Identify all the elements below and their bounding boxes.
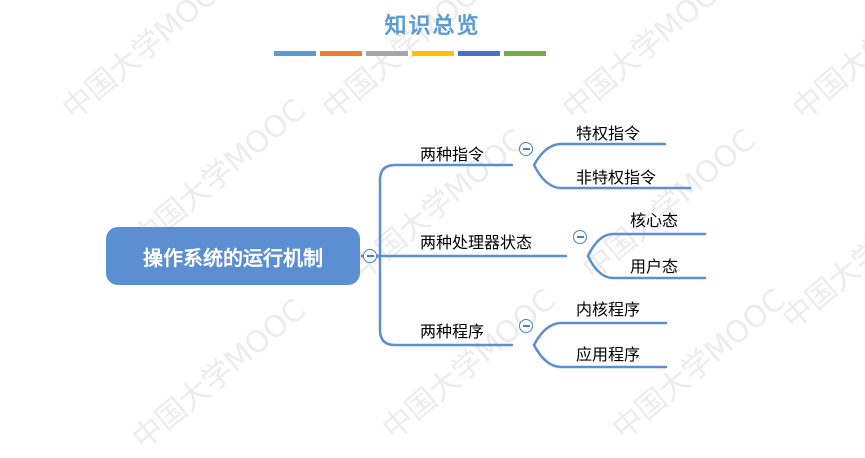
branch-label[interactable]: 两种指令 (420, 145, 485, 164)
collapse-branch-icon[interactable] (519, 319, 533, 333)
color-bar (366, 51, 408, 56)
color-bar (320, 51, 362, 56)
connector-b2-c1 (586, 232, 707, 258)
branch-label[interactable]: 两种程序 (420, 322, 485, 341)
connector-b2-c2 (586, 254, 707, 280)
collapse-branch-icon[interactable] (573, 230, 587, 244)
leaf-label[interactable]: 非特权指令 (576, 168, 657, 187)
branch-label[interactable]: 两种处理器状态 (420, 233, 533, 252)
connector-b3-c2 (532, 343, 668, 369)
color-bar (504, 51, 546, 56)
page-title: 知识总览 (384, 13, 481, 39)
leaf-label[interactable]: 应用程序 (576, 345, 641, 364)
color-bar (458, 51, 500, 56)
connector-root-branch-3 (360, 254, 514, 347)
connector-b1-c1 (532, 142, 667, 167)
color-bar (412, 51, 454, 56)
root-label: 操作系统的运行机制 (143, 245, 323, 270)
mindmap-root[interactable]: 操作系统的运行机制 (106, 227, 360, 285)
leaf-label[interactable]: 特权指令 (576, 124, 641, 143)
collapse-branch-icon[interactable] (519, 142, 533, 156)
leaf-label[interactable]: 用户态 (630, 257, 679, 276)
mindmap-connectors (360, 142, 707, 369)
connector-b3-c1 (532, 321, 668, 347)
collapse-root-icon[interactable] (363, 249, 377, 263)
connector-root-branch-1 (360, 163, 514, 258)
color-bar (274, 51, 316, 56)
leaf-label[interactable]: 内核程序 (576, 300, 641, 319)
connector-b1-c2 (532, 163, 692, 190)
leaf-label[interactable]: 核心态 (630, 211, 679, 230)
